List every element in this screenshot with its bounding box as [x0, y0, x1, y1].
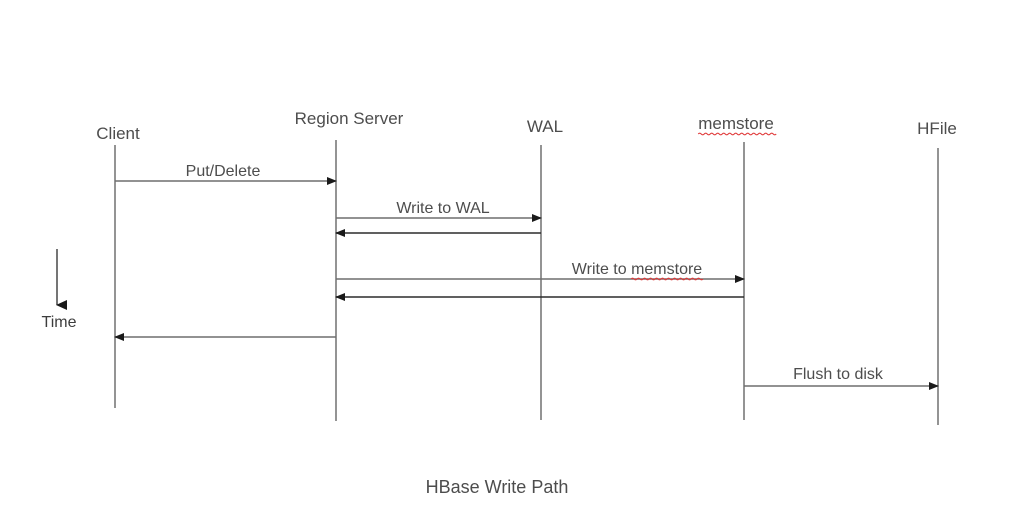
message-write-to-wal[interactable]: Write to WAL	[336, 200, 542, 222]
lifeline-memstore[interactable]: memstore	[697, 114, 777, 420]
lifeline-label-hfile: HFile	[917, 119, 957, 138]
diagram-title: HBase Write Path	[426, 477, 569, 497]
time-axis-label: Time	[42, 314, 77, 331]
message-label-write-to-memstore: Write to memstore	[572, 261, 703, 278]
lifeline-hfile[interactable]: HFile	[917, 119, 957, 425]
spellcheck-underline-icon	[697, 132, 777, 136]
lifeline-label-wal: WAL	[527, 117, 563, 136]
message-put-delete[interactable]: Put/Delete	[115, 163, 337, 185]
lifeline-label-memstore: memstore	[698, 114, 774, 133]
time-axis: Time	[42, 249, 77, 331]
message-flush-to-disk[interactable]: Flush to disk	[744, 366, 939, 390]
message-label-flush-to-disk: Flush to disk	[793, 366, 884, 383]
message-label-write-to-wal: Write to WAL	[396, 200, 489, 217]
message-write-to-memstore[interactable]: Write to memstore	[336, 261, 745, 283]
lifeline-client[interactable]: Client	[96, 124, 140, 408]
lifeline-region-server[interactable]: Region Server	[295, 109, 404, 421]
lifeline-label-client: Client	[96, 124, 140, 143]
lifeline-label-region-server: Region Server	[295, 109, 404, 128]
lifeline-wal[interactable]: WAL	[527, 117, 563, 420]
spellcheck-underline-icon	[630, 277, 704, 281]
message-label-put-delete: Put/Delete	[186, 163, 261, 180]
